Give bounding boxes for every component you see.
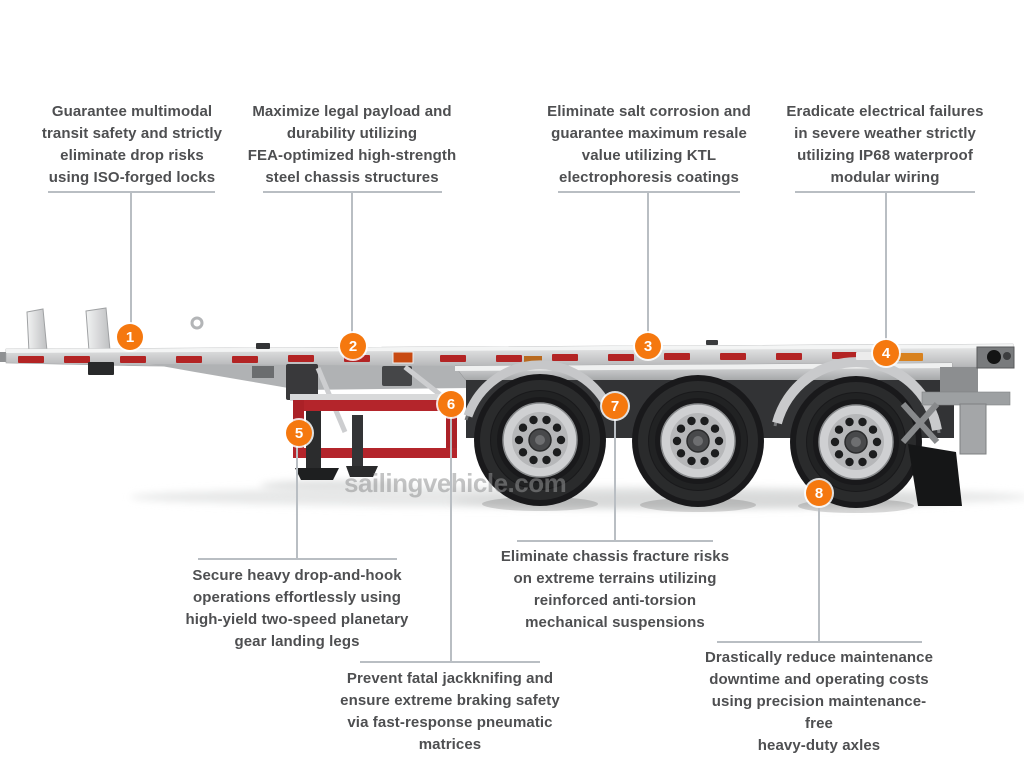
leader-line-5: [296, 446, 298, 558]
marker-3: 3: [635, 333, 661, 359]
callout-rule-8: [717, 641, 922, 643]
marker-8: 8: [806, 480, 832, 506]
marker-1: 1: [117, 324, 143, 350]
callout-rule-6: [360, 661, 540, 663]
callout-line: downtime and operating costs: [709, 671, 929, 688]
callout-rule-1: [48, 191, 215, 193]
watermark: sailingvehicle.com: [344, 468, 566, 498]
callout-line: via fast-response pneumatic: [347, 714, 553, 731]
tail-light: [987, 350, 1001, 364]
callout-line: Secure heavy drop-and-hook: [192, 567, 402, 584]
callout-line: FEA-optimized high-strength: [247, 147, 457, 164]
callout-line: high-yield two-speed planetary: [185, 611, 409, 628]
callout-text-6: Prevent fatal jackknifing and ensure ext…: [330, 668, 570, 756]
front-corner-posts: [26, 307, 111, 353]
callout-rule-4: [795, 191, 975, 193]
callout-line: steel chassis structures: [265, 169, 439, 186]
callout-line: mechanical suspensions: [525, 614, 705, 631]
callout-text-7: Eliminate chassis fracture risks on extr…: [495, 546, 735, 634]
leader-line-7: [614, 419, 616, 540]
callout-line: durability utilizing: [286, 125, 418, 142]
callout-text-5: Secure heavy drop-and-hook operations ef…: [177, 565, 417, 653]
callout-rule-7: [517, 540, 713, 542]
wheel-2: [632, 375, 764, 507]
callout-line: Guarantee multimodal: [51, 103, 213, 120]
callout-line: using precision maintenance-free: [711, 693, 927, 732]
callout-line: reinforced anti-torsion: [533, 592, 697, 609]
callout-line: eliminate drop risks: [60, 147, 204, 164]
callout-line: Eliminate salt corrosion and: [547, 103, 751, 120]
callout-rule-3: [558, 191, 740, 193]
callout-rule-5: [198, 558, 397, 560]
callout-text-2: Maximize legal payload and durability ut…: [246, 101, 458, 189]
callout-text-8: Drastically reduce maintenance downtime …: [699, 647, 939, 757]
marker-5: 5: [286, 420, 312, 446]
callout-line: matrices: [418, 736, 482, 753]
leader-line-4: [885, 193, 887, 341]
callout-line: ensure extreme braking safety: [340, 692, 560, 709]
leader-line-8: [818, 506, 820, 641]
callout-line: electrophoresis coatings: [559, 169, 739, 186]
callout-line: value utilizing KTL: [581, 147, 717, 164]
mud-flap: [908, 444, 962, 506]
marker-4: 4: [873, 340, 899, 366]
leader-line-3: [647, 193, 649, 334]
chassis-deck: [0, 340, 1014, 433]
hazard-plate: [524, 356, 542, 365]
marker-7: 7: [602, 393, 628, 419]
callout-line: modular wiring: [830, 169, 940, 186]
marker-2: 2: [340, 333, 366, 359]
callout-text-4: Eradicate electrical failures in severe …: [779, 101, 991, 189]
callout-line: on extreme terrains utilizing: [513, 570, 717, 587]
callout-line: heavy-duty axles: [757, 737, 881, 754]
leader-line-2: [351, 193, 353, 334]
leader-line-1: [130, 193, 132, 331]
callout-rule-2: [263, 191, 442, 193]
callout-line: using ISO-forged locks: [48, 169, 216, 186]
callout-line: guarantee maximum resale: [551, 125, 747, 142]
front-fender: [463, 360, 618, 422]
callout-text-1: Guarantee multimodal transit safety and …: [26, 101, 238, 189]
callout-line: Prevent fatal jackknifing and: [346, 670, 554, 687]
leader-line-6: [450, 417, 452, 661]
rear-bumper: [856, 346, 1015, 455]
tail-light: [1003, 352, 1011, 360]
reflector-strip: [18, 352, 858, 363]
callout-line: gear landing legs: [234, 633, 360, 650]
lashing-ring: [190, 316, 204, 330]
callout-line: Drastically reduce maintenance: [704, 649, 934, 666]
amber-reflector: [893, 353, 923, 361]
callout-line: utilizing IP68 waterproof: [797, 147, 973, 164]
twist-lock: [256, 343, 270, 349]
twist-lock: [706, 340, 718, 345]
callout-line: Eliminate chassis fracture risks: [500, 548, 730, 565]
callout-line: in severe weather strictly: [794, 125, 976, 142]
callout-text-3: Eliminate salt corrosion and guarantee m…: [543, 101, 755, 189]
callout-line: Maximize legal payload and: [252, 103, 452, 120]
callout-line: operations effortlessly using: [193, 589, 401, 606]
hazard-plate: [392, 351, 414, 364]
marker-6: 6: [438, 391, 464, 417]
callout-line: transit safety and strictly: [41, 125, 223, 142]
callout-line: Eradicate electrical failures: [786, 103, 984, 120]
